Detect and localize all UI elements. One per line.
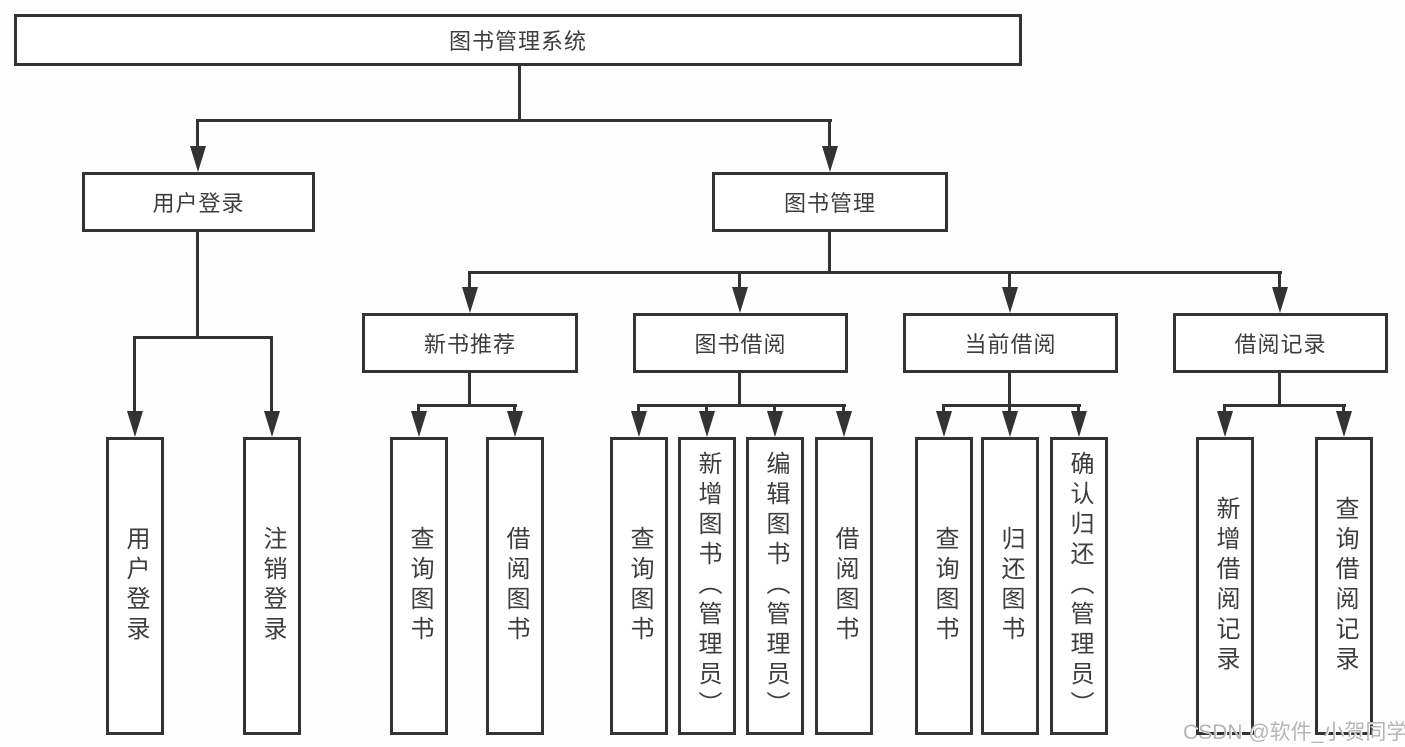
- connector-rail: [1223, 404, 1346, 407]
- arrow-down-icon: [836, 411, 852, 437]
- arrow-down-icon: [507, 411, 523, 437]
- leaf-return-books: 归还图书: [981, 437, 1039, 735]
- connector-drop: [1223, 404, 1226, 414]
- leaf-query-books-current: 查询图书: [915, 437, 973, 735]
- node-user-login: 用户登录: [82, 172, 315, 232]
- connector-drop: [705, 404, 708, 414]
- node-label: 当前借阅: [964, 332, 1057, 357]
- connector-drop: [1008, 271, 1011, 290]
- leaf-query-borrow-record: 查询借阅记录: [1315, 437, 1373, 735]
- leaf-logout: 注销登录: [243, 437, 301, 735]
- node-library-system: 图书管理系统: [14, 14, 1022, 66]
- node-label: 新书推荐: [423, 332, 516, 357]
- connector-rail: [637, 404, 846, 407]
- arrow-down-icon: [732, 287, 748, 313]
- node-label: 查询图书: [626, 526, 653, 646]
- connector-stem: [1278, 373, 1281, 407]
- leaf-query-books-recommend: 查询图书: [390, 437, 448, 735]
- node-label: 新增图书（管理员）: [694, 451, 721, 721]
- arrow-down-icon: [936, 411, 952, 437]
- node-current-borrow: 当前借阅: [903, 313, 1118, 373]
- connector-login-stem: [196, 232, 199, 339]
- node-label: 注销登录: [259, 526, 286, 646]
- leaf-add-borrow-record: 新增借阅记录: [1196, 437, 1254, 735]
- node-label: 借阅图书: [831, 526, 858, 646]
- leaf-confirm-return-admin: 确认归还（管理员）: [1050, 437, 1108, 735]
- connector-stem: [1008, 373, 1011, 407]
- node-label: 图书管理系统: [448, 29, 587, 54]
- connector-drop: [1008, 404, 1011, 414]
- arrow-down-icon: [699, 411, 715, 437]
- arrow-down-icon: [1336, 411, 1352, 437]
- connector-drop: [270, 336, 273, 414]
- connector-drop: [417, 404, 420, 414]
- node-book-borrow: 图书借阅: [633, 313, 848, 373]
- connector-root-stem: [518, 66, 521, 122]
- node-label: 新增借阅记录: [1212, 496, 1239, 676]
- node-label: 编辑图书（管理员）: [762, 451, 789, 721]
- connector-mgmt-rail: [468, 271, 1282, 274]
- arrow-down-icon: [1002, 287, 1018, 313]
- connector-drop: [637, 404, 640, 414]
- connector-drop: [513, 404, 516, 414]
- connector-drop: [773, 404, 776, 414]
- node-label: 归还图书: [997, 526, 1024, 646]
- connector-login-rail: [133, 336, 273, 339]
- connector-drop: [196, 119, 199, 149]
- leaf-borrow-books-recommend: 借阅图书: [486, 437, 544, 735]
- leaf-add-books-admin: 新增图书（管理员）: [678, 437, 736, 735]
- connector-drop: [133, 336, 136, 414]
- connector-drop: [468, 271, 471, 290]
- node-label: 查询图书: [931, 526, 958, 646]
- arrow-down-icon: [1071, 411, 1087, 437]
- arrow-down-icon: [767, 411, 783, 437]
- node-new-book-recommend: 新书推荐: [362, 313, 578, 373]
- connector-rail: [417, 404, 517, 407]
- arrow-down-icon: [822, 146, 838, 172]
- arrow-down-icon: [1272, 287, 1288, 313]
- connector-drop: [738, 271, 741, 290]
- leaf-edit-books-admin: 编辑图书（管理员）: [746, 437, 804, 735]
- arrow-down-icon: [127, 411, 143, 437]
- arrow-down-icon: [462, 287, 478, 313]
- node-book-management: 图书管理: [712, 172, 948, 232]
- connector-rail: [942, 404, 1081, 407]
- node-label: 图书借阅: [694, 332, 787, 357]
- connector-root-rail: [197, 119, 832, 122]
- connector-stem: [738, 373, 741, 407]
- node-label: 借阅图书: [502, 526, 529, 646]
- connector-drop: [1278, 271, 1281, 290]
- connector-drop: [842, 404, 845, 414]
- connector-drop: [1342, 404, 1345, 414]
- node-borrow-records: 借阅记录: [1173, 313, 1388, 373]
- node-label: 图书管理: [783, 191, 876, 216]
- node-label: 借阅记录: [1234, 332, 1327, 357]
- connector-drop: [1077, 404, 1080, 414]
- arrow-down-icon: [1217, 411, 1233, 437]
- node-label: 用户登录: [122, 526, 149, 646]
- node-label: 查询借阅记录: [1331, 496, 1358, 676]
- leaf-user-login: 用户登录: [106, 437, 164, 735]
- node-label: 确认归还（管理员）: [1066, 451, 1093, 721]
- arrow-down-icon: [190, 146, 206, 172]
- connector-drop: [942, 404, 945, 414]
- arrow-down-icon: [631, 411, 647, 437]
- node-label: 查询图书: [406, 526, 433, 646]
- csdn-watermark: CSDN @软件_小贺同学: [1183, 721, 1405, 744]
- connector-stem: [468, 373, 471, 407]
- arrow-down-icon: [264, 411, 280, 437]
- connector-drop: [828, 119, 831, 149]
- arrow-down-icon: [411, 411, 427, 437]
- arrow-down-icon: [1002, 411, 1018, 437]
- node-label: 用户登录: [152, 191, 245, 216]
- leaf-borrow-books: 借阅图书: [815, 437, 873, 735]
- leaf-query-books-borrow: 查询图书: [610, 437, 668, 735]
- connector-mgmt-stem: [828, 232, 831, 274]
